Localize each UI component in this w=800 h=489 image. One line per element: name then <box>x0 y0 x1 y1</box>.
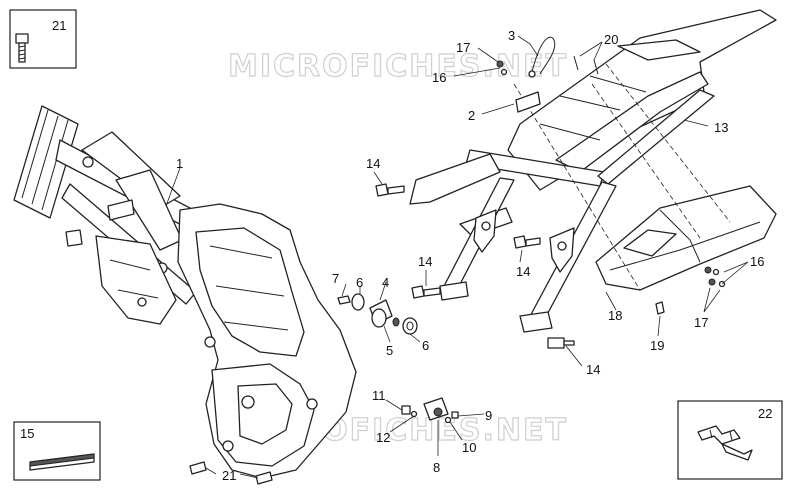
callout-1: 1 <box>176 156 183 171</box>
clip-part-8 <box>401 397 459 424</box>
bracket-icon <box>697 425 753 461</box>
callout-16-a: 16 <box>432 70 446 85</box>
bolt-icon <box>15 33 29 63</box>
callout-16-b: 16 <box>750 254 764 269</box>
callout-18: 18 <box>608 308 622 323</box>
callout-21-bottom: 21 <box>222 468 236 483</box>
callout-6-upper: 6 <box>356 275 363 290</box>
callout-labels: 1 2 3 4 5 6 6 7 8 9 10 11 12 13 14 14 14… <box>176 28 764 483</box>
callout-17-b: 17 <box>694 315 708 330</box>
inset-box-15: 15 <box>13 421 101 481</box>
callout-10: 10 <box>462 440 476 455</box>
cable-part-3 <box>528 36 556 78</box>
callout-21-inset: 21 <box>52 18 66 33</box>
callout-19: 19 <box>650 338 664 353</box>
callout-17-a: 17 <box>456 40 470 55</box>
main-frame-part-1 <box>13 105 357 479</box>
clamp-part-2 <box>515 91 541 113</box>
callout-8: 8 <box>433 460 440 475</box>
inset-box-22: 22 <box>677 400 783 480</box>
callout-5: 5 <box>386 343 393 358</box>
alignment-lines <box>513 63 731 291</box>
callout-12: 12 <box>376 430 390 445</box>
callout-7: 7 <box>332 271 339 286</box>
leader-lines <box>165 35 749 479</box>
callout-14-a: 14 <box>366 156 380 171</box>
callout-20: 20 <box>604 32 618 47</box>
callout-11: 11 <box>372 388 386 403</box>
callout-13: 13 <box>714 120 728 135</box>
watermark-top: MICROFICHES.NET <box>228 49 568 84</box>
callout-4: 4 <box>382 275 389 290</box>
callout-3: 3 <box>508 28 515 43</box>
hardware-items <box>189 55 726 485</box>
callout-14-c: 14 <box>418 254 432 269</box>
callout-15: 15 <box>20 426 34 441</box>
callout-9: 9 <box>485 408 492 423</box>
fender-part-18 <box>595 185 777 291</box>
rear-subframe-part-13 <box>409 9 777 333</box>
callout-2: 2 <box>468 108 475 123</box>
spacer-stack-4-7 <box>337 293 418 335</box>
callout-6-lower: 6 <box>422 338 429 353</box>
callout-14-d: 14 <box>586 362 600 377</box>
callout-14-b: 14 <box>516 264 530 279</box>
inset-box-21: 21 <box>9 9 77 69</box>
callout-22: 22 <box>758 406 772 421</box>
